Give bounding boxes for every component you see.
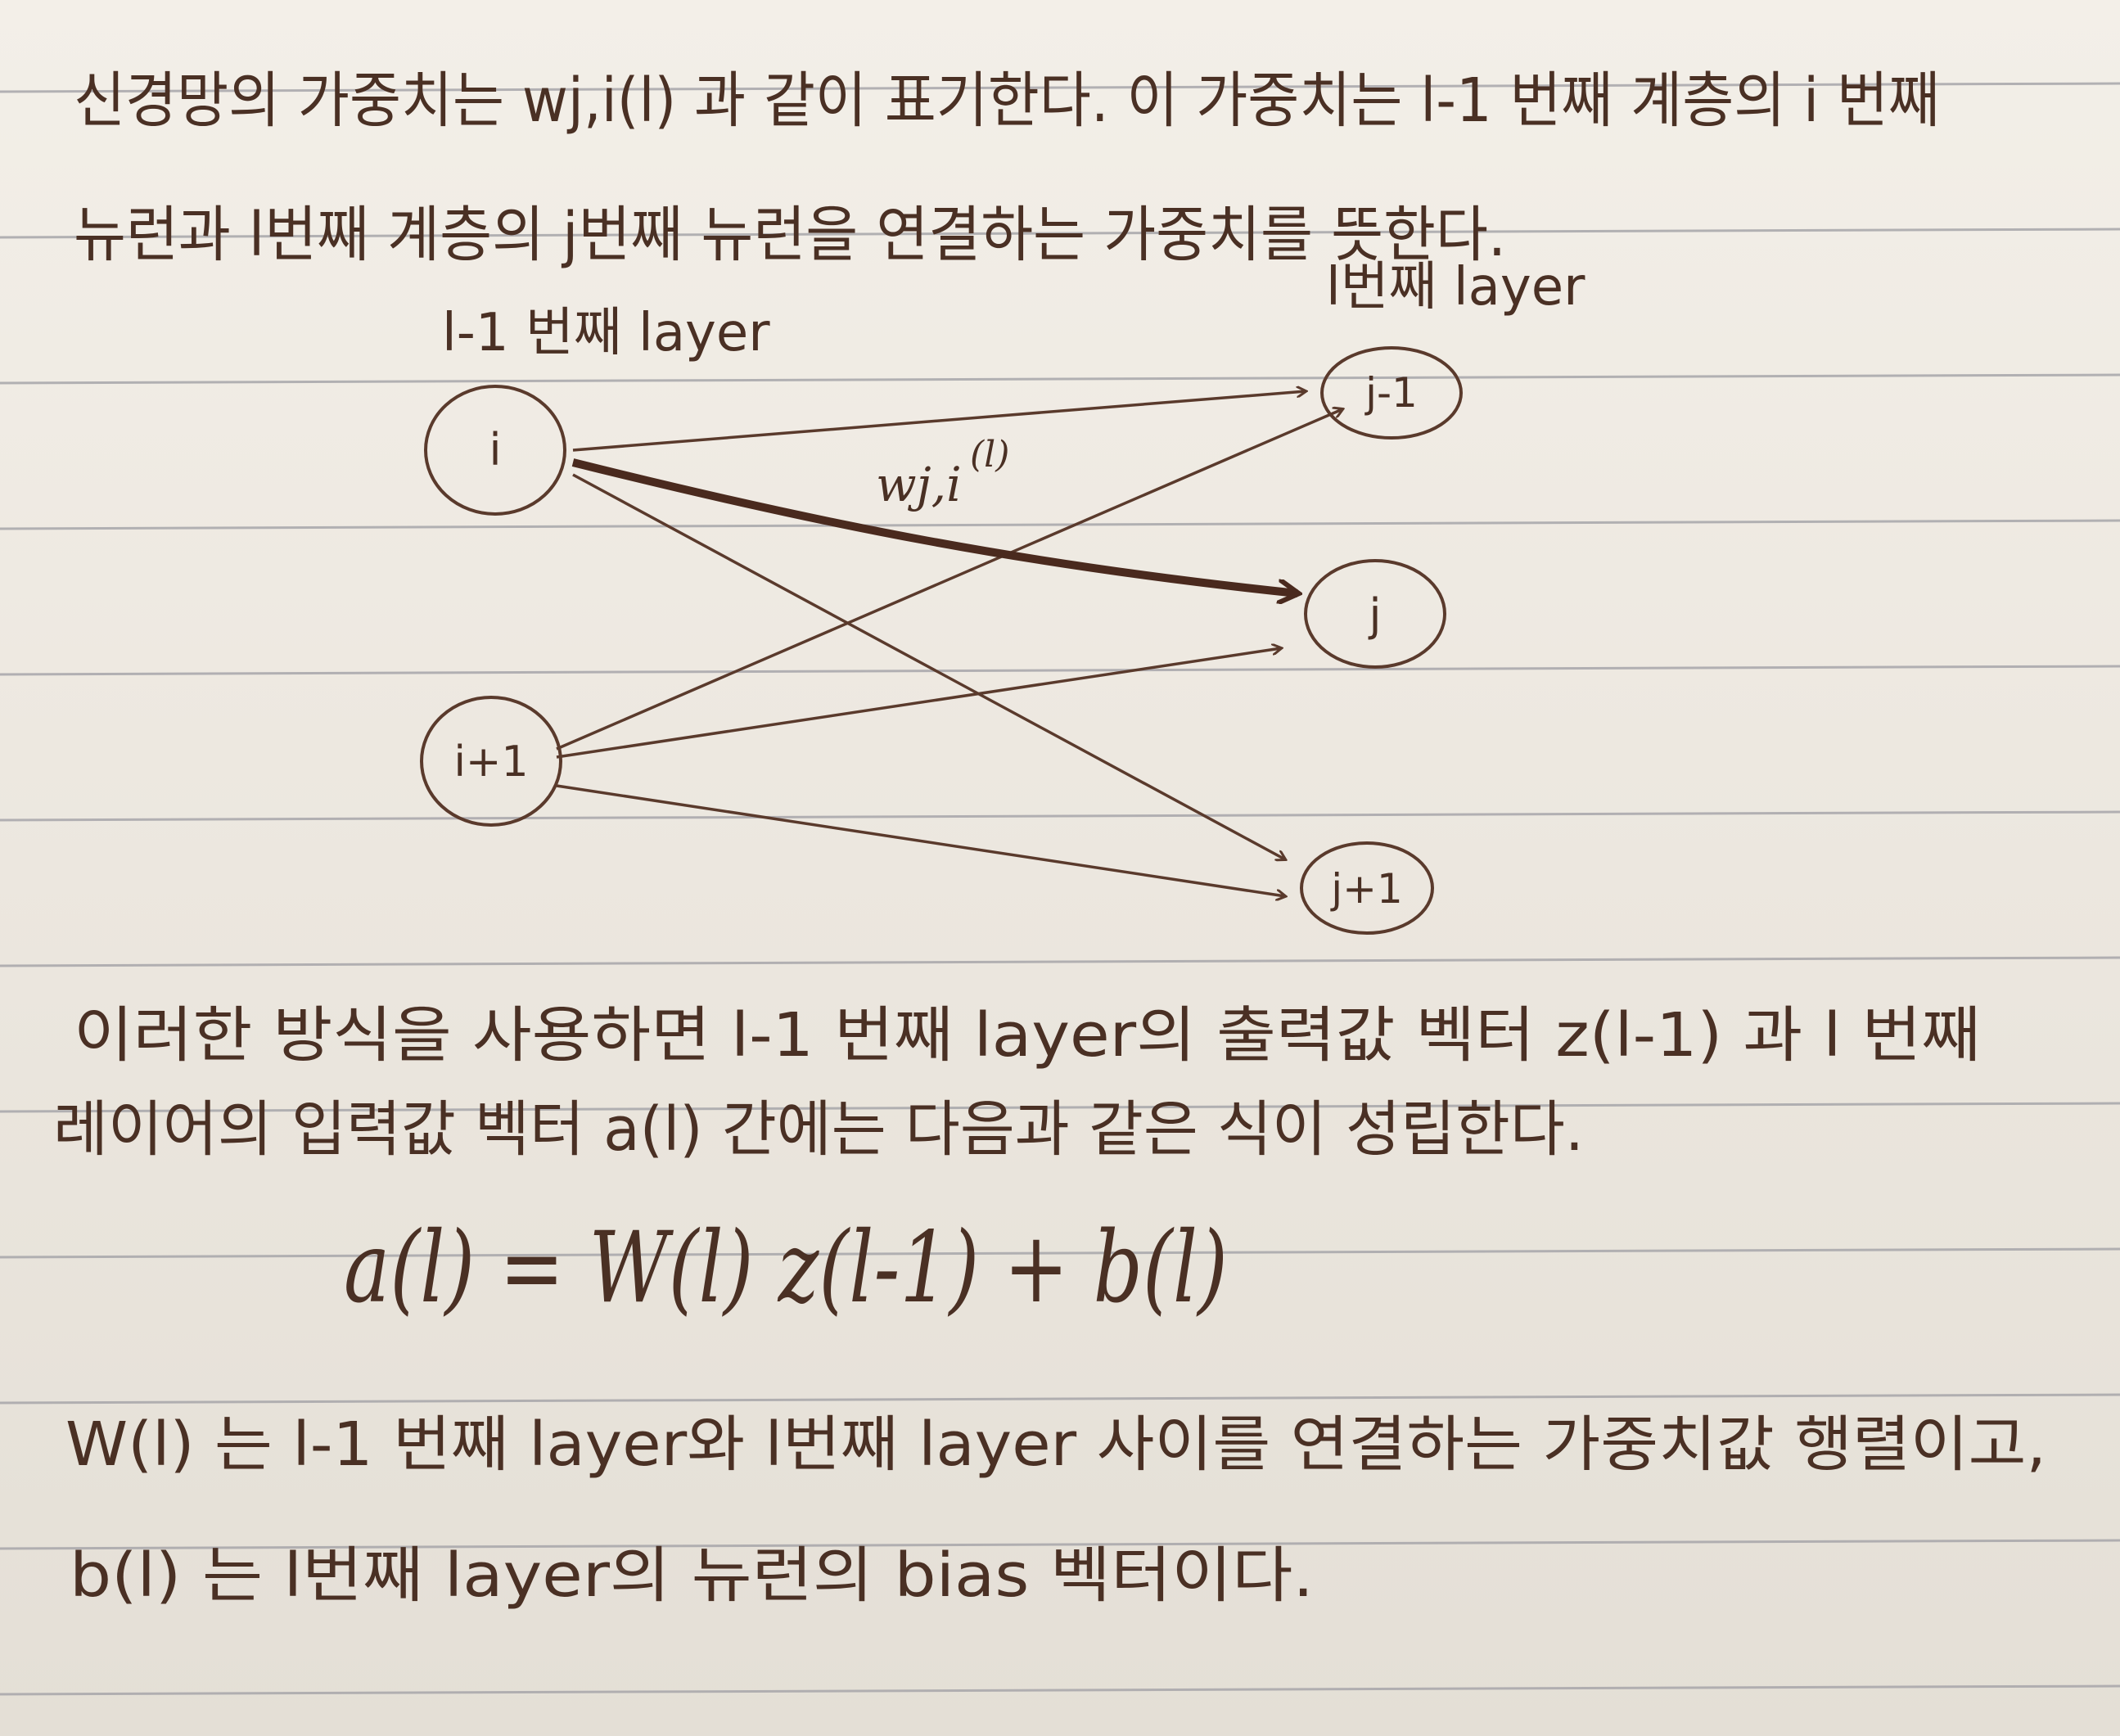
neuron-j-plus-1-label: j+1 [1330, 865, 1403, 913]
neuron-j-minus-1 [1320, 346, 1463, 440]
paragraph1-line2: 뉴런과 l번째 계층의 j번째 뉴런을 연결하는 가중치를 뜻한다. [74, 200, 1506, 270]
neuron-i-label: i [489, 424, 501, 476]
neuron-i-plus-1 [420, 696, 562, 827]
ruled-lines [0, 82, 2120, 1696]
neuron-i-plus-1-label: i+1 [453, 737, 528, 787]
neuron-j [1304, 559, 1446, 669]
edge-i1-to-j-plus-1 [556, 784, 1285, 896]
paragraph1-line1: 신경망의 가중치는 wj,i(l) 과 같이 표기한다. 이 가중치는 l-1 … [74, 65, 1940, 136]
left-layer-label: l-1 번째 layer [442, 303, 770, 363]
weight-edge-i-to-j [571, 458, 1297, 593]
paragraph2-line2: 레이어의 입력값 벡터 a(l) 간에는 다음과 같은 식이 성립한다. [53, 1094, 1584, 1165]
neuron-i [424, 385, 566, 516]
edge-i-to-j-minus-1 [572, 391, 1306, 452]
paragraph3-line2: b(l) 는 l번째 layer의 뉴런의 bias 벡터이다. [70, 1540, 1314, 1611]
weight-superscript: (l) [970, 434, 1009, 476]
edge-i1-to-j [556, 648, 1281, 759]
neural-network-diagram: l-1 번째 layer l번째 layer wj,i (l) i i+1 j-… [420, 257, 1585, 935]
paragraph3-line1: W(l) 는 l-1 번째 layer와 l번째 layer 사이를 연결하는 … [65, 1409, 2046, 1480]
edge-i1-to-j-minus-1 [556, 409, 1342, 751]
paragraph2-line1: 이러한 방식을 사용하면 l-1 번째 layer의 출력값 벡터 z(l-1)… [74, 1000, 1981, 1071]
weight-label: wj,i [876, 457, 962, 512]
neuron-j-label: j [1368, 589, 1381, 641]
neuron-j-plus-1 [1300, 841, 1434, 935]
edge-i-to-j-plus-1 [572, 473, 1285, 859]
equation: a(l) = W(l) z(l-1) + b(l) [344, 1211, 1228, 1325]
neuron-j-minus-1-label: j-1 [1364, 369, 1418, 417]
right-layer-label: l번째 layer [1326, 257, 1585, 318]
